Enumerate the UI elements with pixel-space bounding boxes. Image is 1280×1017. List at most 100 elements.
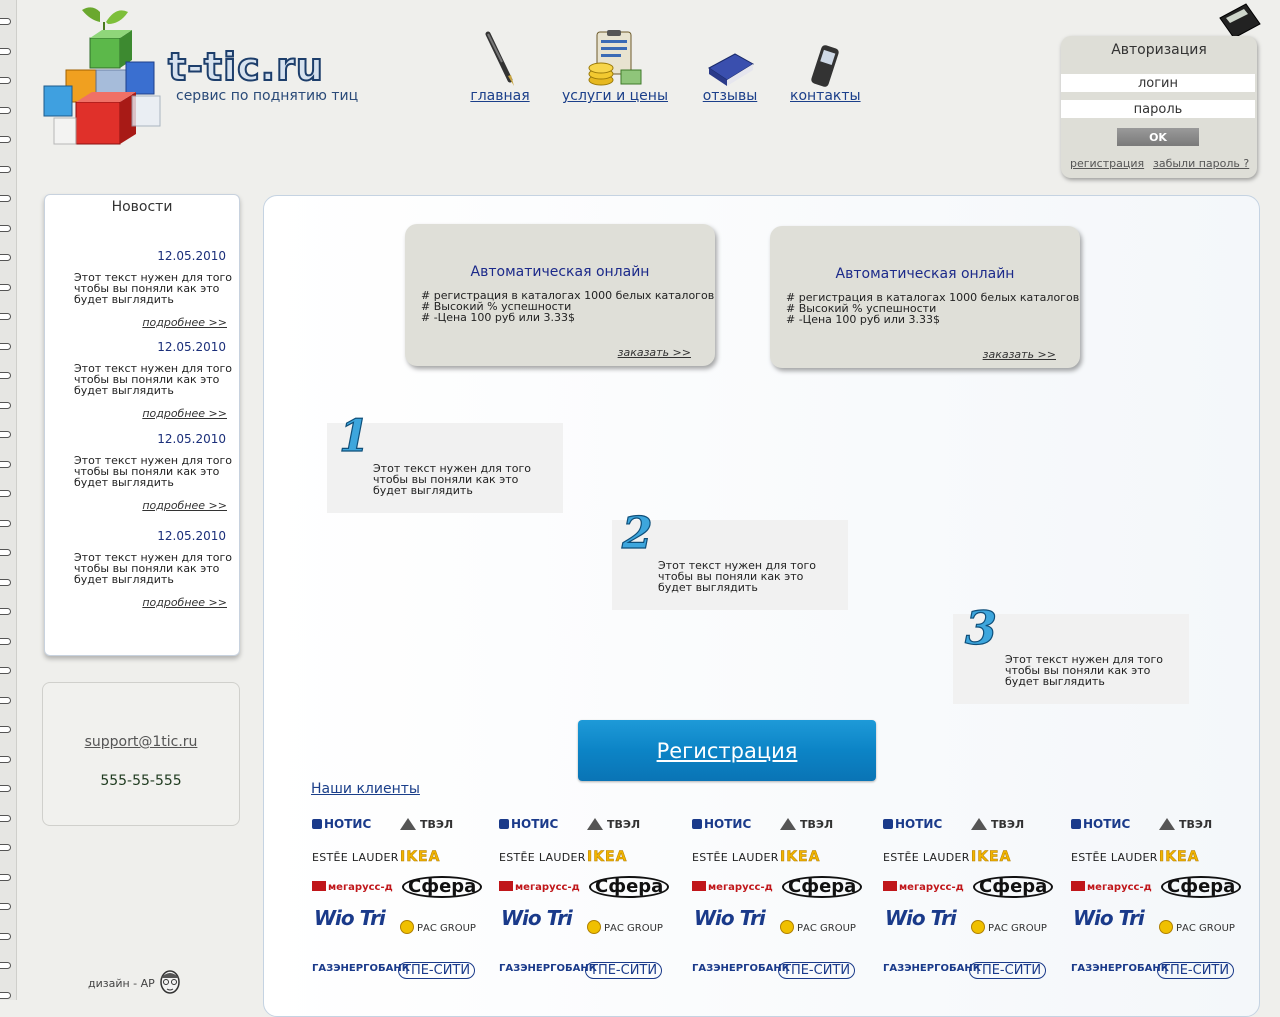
site-logo-text[interactable]: t-tic.ru <box>167 45 324 89</box>
client-logo-sfera[interactable]: Сфера <box>1161 876 1242 898</box>
news-panel: Новости 12.05.2010 Этот текст нужен для … <box>44 194 240 656</box>
nav-item-reviews[interactable]: отзывы <box>700 30 760 104</box>
client-logo-sfera-label: Сфера <box>979 876 1048 897</box>
client-logo-wiotri[interactable]: Wio Tri <box>885 908 957 928</box>
client-logo-wiotri-label: Wio Tri <box>1073 906 1145 930</box>
client-logo-ras-group[interactable]: РАС GROUP <box>587 920 663 934</box>
client-logo-notis[interactable]: НОТИС <box>883 818 942 830</box>
login-ok-button[interactable]: OK <box>1117 128 1199 146</box>
client-logo-sfera[interactable]: Сфера <box>589 876 670 898</box>
client-logo-notis[interactable]: НОТИС <box>1071 818 1130 830</box>
client-logo-ikea[interactable]: IKEA <box>400 850 440 865</box>
register-button[interactable]: Регистрация <box>578 720 876 781</box>
nav-item-contacts[interactable]: контакты <box>790 30 861 104</box>
service-order-link[interactable]: заказать >> <box>982 348 1056 361</box>
client-logo-tvel[interactable]: ТВЭЛ <box>780 818 833 830</box>
client-logo-wiotri[interactable]: Wio Tri <box>314 908 386 928</box>
client-logo-gazenergobank-label: ГАЗЭНЕРГОБАНК <box>692 963 790 974</box>
client-logo-tvel[interactable]: ТВЭЛ <box>971 818 1024 830</box>
register-link[interactable]: регистрация <box>1070 157 1145 170</box>
client-logo-notis[interactable]: НОТИС <box>312 818 371 830</box>
client-logo-notis[interactable]: НОТИС <box>499 818 558 830</box>
news-date: 12.05.2010 <box>157 432 226 446</box>
client-logo-notis[interactable]: НОТИС <box>692 818 751 830</box>
news-more-link[interactable]: подробнее >> <box>142 596 227 609</box>
client-logo-ikea-label: IKEA <box>1159 849 1200 865</box>
client-logo-estee-lauder[interactable]: ESTĒE LAUDER <box>312 852 399 863</box>
client-logo-tvel[interactable]: ТВЭЛ <box>400 818 453 830</box>
client-logo-tpe-siti-label: ТПЕ-СИТИ <box>974 963 1042 978</box>
service-order-link[interactable]: заказать >> <box>617 346 691 359</box>
client-logo-sfera[interactable]: Сфера <box>973 876 1054 898</box>
step-box: 1 Этот текст нужен для того чтобы вы пон… <box>327 410 563 513</box>
client-logo-ikea[interactable]: IKEA <box>971 850 1011 865</box>
client-logo-tpe-siti[interactable]: ТПЕ-СИТИ <box>1157 962 1235 979</box>
client-logo-ikea[interactable]: IKEA <box>1159 849 1200 865</box>
service-card-feature: # Высокий % успешности <box>786 302 937 315</box>
step-number: 2 <box>621 508 653 554</box>
client-logo-megaruss[interactable]: мегарусс-д <box>1071 881 1152 893</box>
client-logo-megaruss-label: мегарусс-д <box>515 882 580 893</box>
client-logo-notis-label: НОТИС <box>1083 817 1131 831</box>
news-more-link[interactable]: подробнее >> <box>142 499 227 512</box>
client-logo-ras-group[interactable]: РАС GROUP <box>780 920 856 934</box>
client-logo-ikea[interactable]: IKEA <box>780 850 820 865</box>
client-logo-ikea[interactable]: IKEA <box>587 850 627 865</box>
spiral-ring <box>0 519 11 527</box>
nav-item-services[interactable]: услуги и цены <box>560 30 670 104</box>
clients-title-link[interactable]: Наши клиенты <box>311 781 420 797</box>
spiral-binding <box>0 0 17 1000</box>
spiral-ring <box>0 667 11 674</box>
client-logo-gazenergobank[interactable]: ГАЗЭНЕРГОБАНК <box>499 964 597 974</box>
service-card-feature: # Высокий % успешности <box>421 300 572 313</box>
client-logo-gazenergobank[interactable]: ГАЗЭНЕРГОБАНК <box>312 964 410 974</box>
client-logo-tpe-siti[interactable]: ТПЕ-СИТИ <box>969 962 1047 979</box>
client-logo-tvel[interactable]: ТВЭЛ <box>1159 818 1212 830</box>
client-logo-tpe-siti[interactable]: ТПЕ-СИТИ <box>398 962 476 979</box>
client-logo-wiotri[interactable]: Wio Tri <box>694 906 766 930</box>
spiral-ring <box>0 136 11 143</box>
client-logo-estee-lauder[interactable]: ESTĒE LAUDER <box>499 852 586 863</box>
client-logo-megaruss[interactable]: мегарусс-д <box>499 881 580 893</box>
nav-item-home[interactable]: главная <box>470 30 530 104</box>
client-logo-estee-lauder[interactable]: ESTĒE LAUDER <box>883 852 970 863</box>
news-more-link[interactable]: подробнее >> <box>142 316 227 329</box>
client-logo-sfera[interactable]: Сфера <box>782 876 863 898</box>
client-logo-megaruss[interactable]: мегарусс-д <box>692 881 773 893</box>
client-logo-tvel-label: ТВЭЛ <box>420 818 454 831</box>
client-logo-wiotri[interactable]: Wio Tri <box>1073 906 1145 930</box>
client-logo-tpe-siti[interactable]: ТПЕ-СИТИ <box>778 962 856 979</box>
client-logo-ras-group[interactable]: РАС GROUP <box>1159 920 1235 934</box>
nav-link-services[interactable]: услуги и цены <box>561 88 669 104</box>
client-logo-ras-group[interactable]: РАС GROUP <box>400 920 476 934</box>
client-logo-sfera[interactable]: Сфера <box>402 876 483 898</box>
login-field[interactable] <box>1061 74 1255 92</box>
step-number: 1 <box>339 411 370 457</box>
client-logo-tvel[interactable]: ТВЭЛ <box>587 818 640 830</box>
client-logo-megaruss[interactable]: мегарусс-д <box>883 881 964 893</box>
client-logo-wiotri-label: Wio Tri <box>694 906 766 930</box>
client-logo-tpe-siti[interactable]: ТПЕ-СИТИ <box>585 962 663 979</box>
client-logo-gazenergobank[interactable]: ГАЗЭНЕРГОБАНК <box>692 964 790 974</box>
news-more-link[interactable]: подробнее >> <box>142 407 227 420</box>
nav-link-home[interactable]: главная <box>470 88 530 104</box>
password-field[interactable] <box>1061 100 1255 118</box>
spiral-ring <box>0 637 11 645</box>
spiral-ring <box>0 873 11 881</box>
client-logo-estee-lauder[interactable]: ESTĒE LAUDER <box>1071 852 1158 863</box>
client-logo-megaruss[interactable]: мегарусс-д <box>312 881 393 893</box>
nav-link-reviews[interactable]: отзывы <box>702 88 758 104</box>
client-logo-ras-group[interactable]: РАС GROUP <box>971 920 1047 934</box>
client-logo-estee-lauder[interactable]: ESTĒE LAUDER <box>692 852 779 863</box>
client-logo-wiotri[interactable]: Wio Tri <box>501 908 573 928</box>
spiral-ring <box>0 696 11 704</box>
nav-link-contacts[interactable]: контакты <box>790 88 861 104</box>
clipboard-coins-icon <box>560 30 670 88</box>
support-email-link[interactable]: support@1tic.ru <box>84 734 198 750</box>
spiral-ring <box>0 932 11 940</box>
spiral-ring <box>0 490 11 497</box>
client-logo-gazenergobank[interactable]: ГАЗЭНЕРГОБАНК <box>1071 964 1169 974</box>
spiral-ring <box>0 460 11 468</box>
forgot-password-link[interactable]: забыли пароль ? <box>1153 157 1250 170</box>
client-logo-gazenergobank[interactable]: ГАЗЭНЕРГОБАНК <box>883 964 981 974</box>
